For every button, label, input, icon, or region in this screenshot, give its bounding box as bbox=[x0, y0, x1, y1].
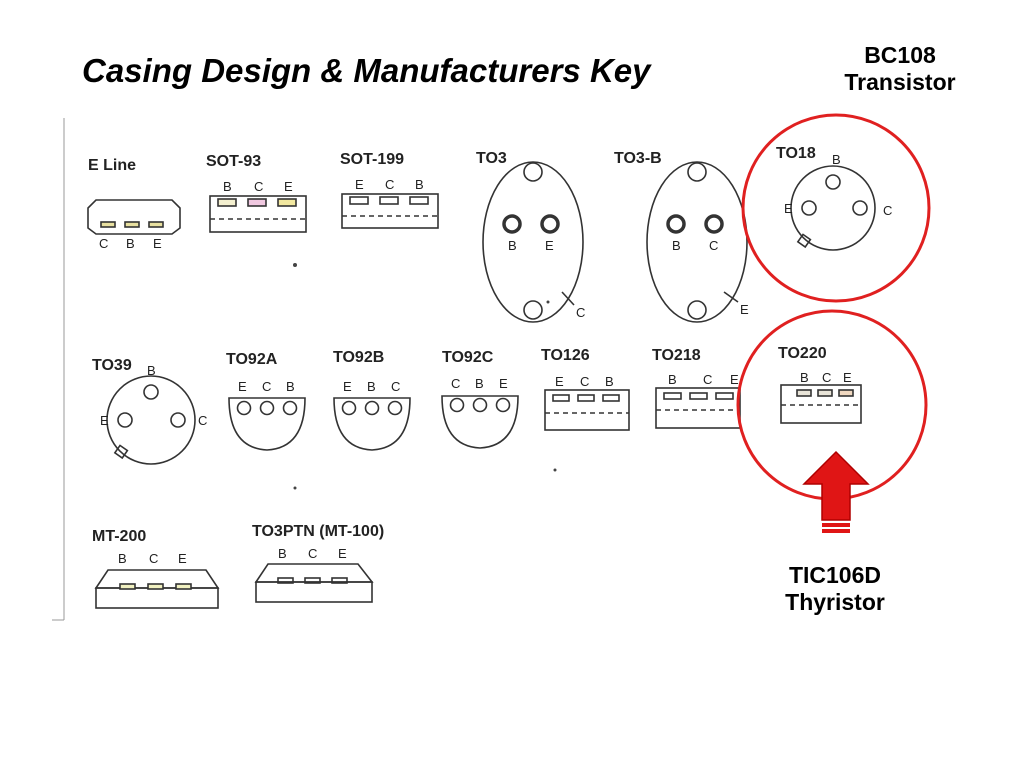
to92b-pin-3: C bbox=[391, 379, 400, 394]
sot199-pin-1: E bbox=[355, 177, 364, 192]
to92b-pin-1: E bbox=[343, 379, 352, 394]
to39-package bbox=[106, 375, 196, 465]
to3-pin-1: B bbox=[508, 238, 517, 253]
to92a-pin-2: C bbox=[262, 379, 271, 394]
eline-package bbox=[87, 199, 181, 235]
to92a-pin-3: B bbox=[286, 379, 295, 394]
sot199-pin-2: C bbox=[385, 177, 394, 192]
to18-pin-e: E bbox=[784, 201, 793, 216]
to3-package bbox=[482, 161, 584, 323]
tic106d-part-type: Thyristor bbox=[785, 589, 885, 615]
to3ptn-name: TO3PTN (MT-100) bbox=[252, 523, 384, 540]
to218-pin-1: B bbox=[668, 372, 677, 387]
to3b-name: TO3-B bbox=[614, 150, 662, 167]
mt200-package bbox=[94, 569, 220, 609]
to3-name: TO3 bbox=[476, 150, 507, 167]
tic106d-part-number: TIC106D bbox=[788, 562, 882, 588]
up-arrow-icon bbox=[802, 450, 870, 533]
to220-pin-3: E bbox=[843, 370, 852, 385]
to220-name: TO220 bbox=[778, 345, 827, 362]
to92c-pin-3: E bbox=[499, 376, 508, 391]
bc108-part-type: Transistor bbox=[844, 69, 956, 95]
to220-package bbox=[780, 384, 862, 424]
mt200-pin-3: E bbox=[178, 551, 187, 566]
to3ptn-pin-2: C bbox=[308, 546, 317, 561]
to3-pin-2: E bbox=[545, 238, 554, 253]
bc108-callout: BC108 Transistor bbox=[820, 42, 980, 96]
eline-pin-3: E bbox=[153, 236, 162, 251]
to3ptn-pin-1: B bbox=[278, 546, 287, 561]
to92a-name: TO92A bbox=[226, 351, 278, 368]
sot199-name: SOT-199 bbox=[340, 151, 404, 168]
to3ptn-pin-3: E bbox=[338, 546, 347, 561]
eline-pin-2: B bbox=[126, 236, 135, 251]
eline-pin-1: C bbox=[99, 236, 108, 251]
to92c-name: TO92C bbox=[442, 349, 494, 366]
to126-package bbox=[544, 389, 630, 431]
sot93-package bbox=[209, 195, 307, 233]
to218-pin-2: C bbox=[703, 372, 712, 387]
to92c-pin-2: B bbox=[475, 376, 484, 391]
tic106d-callout: TIC106D Thyristor bbox=[760, 562, 910, 616]
to92b-name: TO92B bbox=[333, 349, 384, 366]
to18-pin-b: B bbox=[832, 152, 841, 167]
to18-package bbox=[790, 165, 876, 251]
to126-pin-3: B bbox=[605, 374, 614, 389]
sot93-name: SOT-93 bbox=[206, 153, 261, 170]
mt200-pin-1: B bbox=[118, 551, 127, 566]
eline-name: E Line bbox=[88, 157, 136, 174]
to92a-pin-1: E bbox=[238, 379, 247, 394]
to92c-pin-1: C bbox=[451, 376, 460, 391]
to220-pin-2: C bbox=[822, 370, 831, 385]
to18-name: TO18 bbox=[776, 145, 816, 162]
to92c-package bbox=[441, 395, 519, 449]
sot93-pin-1: B bbox=[223, 179, 232, 194]
sot93-pin-3: E bbox=[284, 179, 293, 194]
to126-name: TO126 bbox=[541, 347, 590, 364]
to126-pin-2: C bbox=[580, 374, 589, 389]
to3-case-pin: C bbox=[576, 305, 585, 320]
to39-pin-c: C bbox=[198, 413, 207, 428]
to126-pin-1: E bbox=[555, 374, 564, 389]
to218-name: TO218 bbox=[652, 347, 701, 364]
to3b-pin-1: B bbox=[672, 238, 681, 253]
to18-highlight-circle bbox=[741, 113, 931, 303]
to3b-package bbox=[646, 161, 748, 323]
to39-name: TO39 bbox=[92, 357, 132, 374]
to92b-package bbox=[333, 397, 411, 451]
mt200-pin-2: C bbox=[149, 551, 158, 566]
to218-package bbox=[655, 387, 741, 429]
mt200-name: MT-200 bbox=[92, 528, 146, 545]
bc108-part-number: BC108 bbox=[864, 42, 936, 68]
to3b-pin-2: C bbox=[709, 238, 718, 253]
sot199-package bbox=[341, 193, 439, 229]
to3b-case-pin: E bbox=[740, 302, 749, 317]
slide-title: Casing Design & Manufacturers Key bbox=[82, 52, 651, 89]
to218-pin-3: E bbox=[730, 372, 739, 387]
sot93-pin-2: C bbox=[254, 179, 263, 194]
sot199-pin-3: B bbox=[415, 177, 424, 192]
to18-pin-c: C bbox=[883, 203, 892, 218]
to3ptn-package bbox=[254, 563, 374, 603]
to220-pin-1: B bbox=[800, 370, 809, 385]
to39-pin-b: B bbox=[147, 363, 156, 378]
to92a-package bbox=[228, 397, 306, 451]
to92b-pin-2: B bbox=[367, 379, 376, 394]
to39-pin-e: E bbox=[100, 413, 109, 428]
